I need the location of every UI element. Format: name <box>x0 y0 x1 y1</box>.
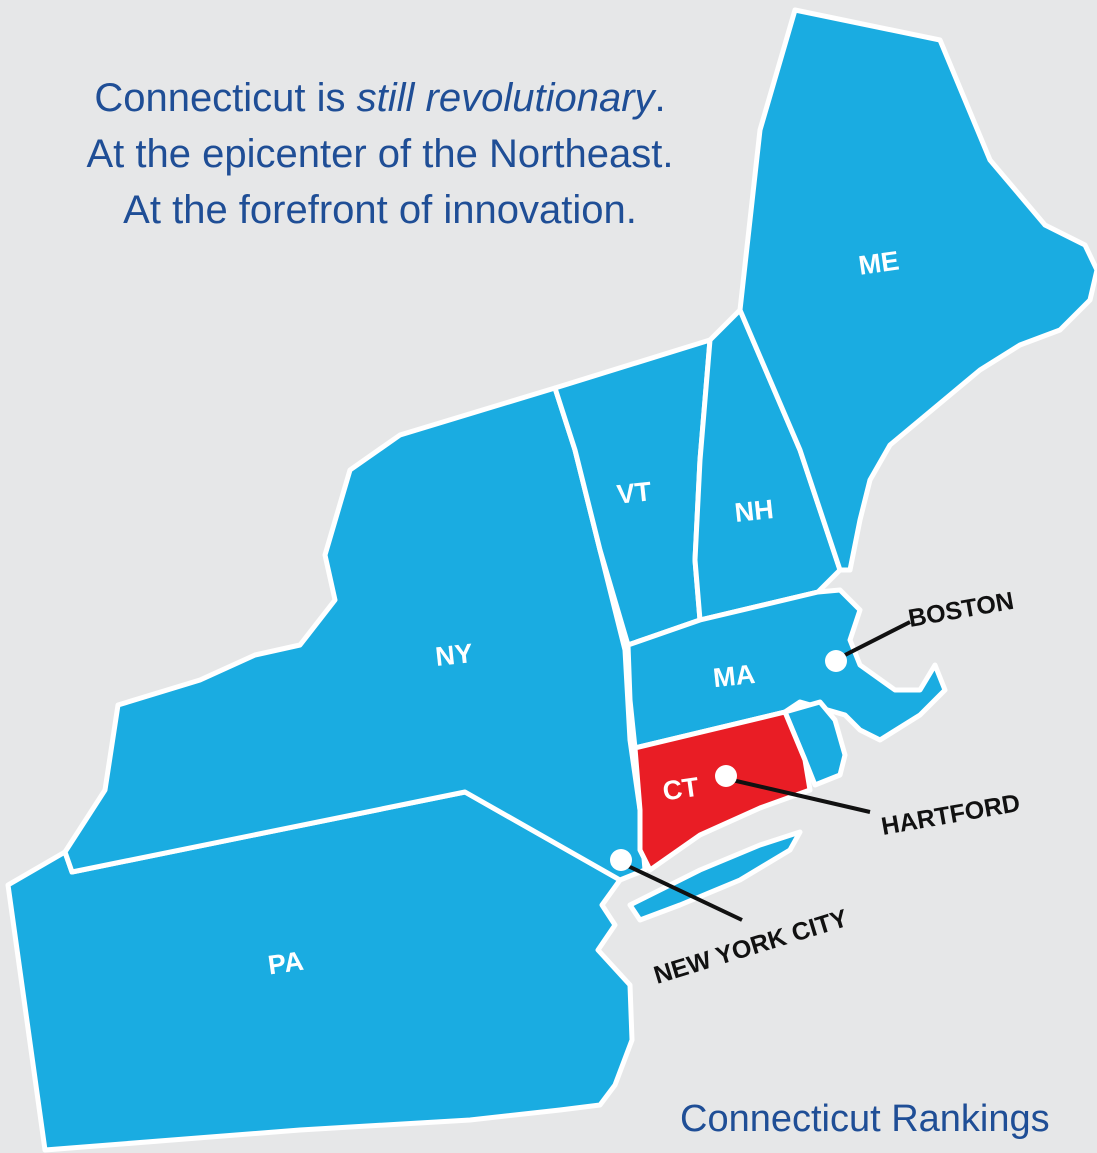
label-pa: PA <box>266 946 305 981</box>
headline-line-2: At the epicenter of the Northeast. <box>86 132 674 176</box>
headline: Connecticut is still revolutionary. At t… <box>20 70 740 238</box>
city-label-nyc: NEW YORK CITY <box>651 904 852 990</box>
leader-nyc <box>627 864 743 922</box>
city-dot-boston[interactable] <box>825 650 847 672</box>
label-ct: CT <box>661 772 701 807</box>
state-me[interactable] <box>737 7 1097 573</box>
city-dot-hartford[interactable] <box>715 765 737 787</box>
headline-line-1: Connecticut is still revolutionary. <box>94 76 666 120</box>
city-dot-nyc[interactable] <box>610 849 632 871</box>
state-ny[interactable] <box>62 385 648 883</box>
label-ma: MA <box>712 659 757 693</box>
label-ny: NY <box>434 638 474 672</box>
label-me: ME <box>857 245 901 280</box>
long-island <box>627 829 803 923</box>
label-vt: VT <box>615 476 653 509</box>
headline-line-3: At the forefront of innovation. <box>123 188 637 232</box>
city-label-hartford: HARTFORD <box>879 789 1022 841</box>
label-nh: NH <box>733 494 775 528</box>
city-label-boston: BOSTON <box>906 587 1016 633</box>
leader-boston <box>844 620 911 657</box>
state-ct[interactable] <box>632 709 813 873</box>
leader-hartford <box>731 778 871 814</box>
footer-rankings-title: Connecticut Rankings <box>680 1098 1050 1140</box>
